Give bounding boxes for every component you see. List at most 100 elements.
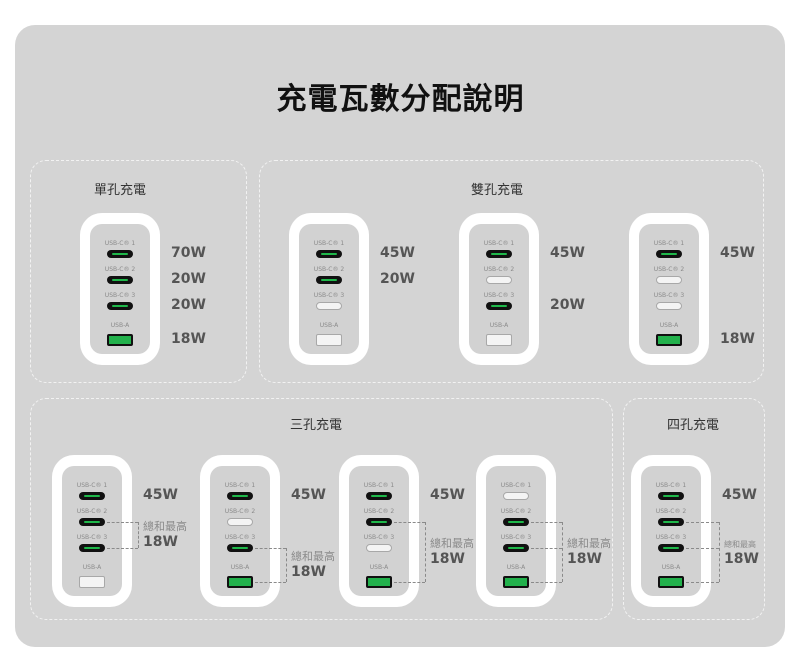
charger-face bbox=[62, 466, 122, 596]
port-label: USB-C® 2 bbox=[313, 266, 345, 273]
usb-a-port-active bbox=[656, 334, 682, 346]
charger-face bbox=[641, 466, 701, 596]
group-triple-port bbox=[30, 398, 613, 620]
bracket-line bbox=[531, 582, 562, 583]
wattage-label: 45W bbox=[722, 487, 757, 503]
port-label: USB-C® 2 bbox=[224, 508, 256, 515]
port-label: USB-A bbox=[661, 564, 681, 571]
port-label: USB-C® 2 bbox=[104, 266, 136, 273]
combined-value: 18W bbox=[143, 534, 178, 550]
port-label: USB-C® 3 bbox=[76, 534, 108, 541]
combined-label: 總和最高 bbox=[724, 540, 756, 549]
group-single-port bbox=[30, 160, 247, 383]
bracket-line bbox=[286, 548, 287, 582]
usb-c-port-active bbox=[366, 492, 392, 500]
wattage-label: 45W bbox=[380, 245, 415, 261]
usb-c-port-inactive bbox=[503, 492, 529, 500]
wattage-label: 20W bbox=[380, 271, 415, 287]
usb-a-port-inactive bbox=[486, 334, 512, 346]
port-label: USB-C® 3 bbox=[104, 292, 136, 299]
combined-value: 18W bbox=[724, 551, 759, 567]
port-label: USB-A bbox=[369, 564, 389, 571]
wattage-label: 20W bbox=[171, 271, 206, 287]
port-label: USB-C® 1 bbox=[653, 240, 685, 247]
combined-label: 總和最高 bbox=[430, 537, 474, 550]
usb-a-port-inactive bbox=[316, 334, 342, 346]
bracket-line bbox=[107, 522, 138, 523]
charger-face bbox=[469, 224, 529, 354]
usb-c-port-active bbox=[227, 544, 253, 552]
usb-c-port-active bbox=[79, 518, 105, 526]
usb-c-port-active bbox=[656, 250, 682, 258]
port-label: USB-C® 1 bbox=[313, 240, 345, 247]
usb-a-port-inactive bbox=[79, 576, 105, 588]
wattage-label: 20W bbox=[550, 297, 585, 313]
usb-a-port-active bbox=[658, 576, 684, 588]
charger-face bbox=[349, 466, 409, 596]
bracket-line bbox=[686, 582, 719, 583]
usb-c-port-active bbox=[79, 492, 105, 500]
port-label: USB-C® 2 bbox=[655, 508, 687, 515]
usb-c-port-active bbox=[658, 492, 684, 500]
usb-c-port-active bbox=[658, 518, 684, 526]
bracket-line bbox=[394, 582, 425, 583]
wattage-label: 45W bbox=[430, 487, 465, 503]
port-label: USB-C® 3 bbox=[224, 534, 256, 541]
page-title: 充電瓦數分配說明 bbox=[276, 82, 525, 117]
bracket-line bbox=[255, 582, 286, 583]
wattage-label: 70W bbox=[171, 245, 206, 261]
wattage-label: 45W bbox=[550, 245, 585, 261]
bracket-line bbox=[425, 522, 426, 582]
usb-a-port-active bbox=[227, 576, 253, 588]
usb-c-port-active bbox=[503, 544, 529, 552]
bracket-line bbox=[394, 522, 425, 523]
group-quad-port bbox=[623, 398, 765, 620]
charger-face bbox=[639, 224, 699, 354]
usb-a-port-active bbox=[366, 576, 392, 588]
charger-face bbox=[486, 466, 546, 596]
port-label: USB-A bbox=[319, 322, 339, 329]
usb-a-port-active bbox=[503, 576, 529, 588]
bracket-line bbox=[255, 548, 286, 549]
usb-c-port-active bbox=[486, 250, 512, 258]
bracket-line bbox=[138, 522, 139, 548]
charger-face bbox=[299, 224, 359, 354]
charger-face bbox=[210, 466, 270, 596]
wattage-label: 18W bbox=[171, 331, 206, 347]
usb-c-port-active bbox=[366, 518, 392, 526]
wattage-label: 45W bbox=[720, 245, 755, 261]
wattage-label: 45W bbox=[291, 487, 326, 503]
usb-c-port-active bbox=[486, 302, 512, 310]
port-label: USB-A bbox=[230, 564, 250, 571]
port-label: USB-C® 3 bbox=[483, 292, 515, 299]
combined-label: 總和最高 bbox=[567, 537, 611, 550]
combined-value: 18W bbox=[430, 551, 465, 567]
usb-c-port-active bbox=[107, 250, 133, 258]
wattage-label: 18W bbox=[720, 331, 755, 347]
port-label: USB-A bbox=[489, 322, 509, 329]
usb-c-port-inactive bbox=[366, 544, 392, 552]
port-label: USB-C® 1 bbox=[655, 482, 687, 489]
usb-c-port-active bbox=[658, 544, 684, 552]
usb-c-port-active bbox=[227, 492, 253, 500]
usb-c-port-inactive bbox=[316, 302, 342, 310]
usb-a-port-active bbox=[107, 334, 133, 346]
bracket-line bbox=[686, 522, 719, 523]
combined-wattage: 總和最高 18W bbox=[724, 539, 759, 567]
usb-c-port-inactive bbox=[656, 276, 682, 284]
port-label: USB-C® 1 bbox=[104, 240, 136, 247]
bracket-line bbox=[107, 548, 138, 549]
usb-c-port-active bbox=[107, 302, 133, 310]
combined-label: 總和最高 bbox=[143, 520, 187, 533]
port-label: USB-C® 1 bbox=[363, 482, 395, 489]
port-label: USB-A bbox=[659, 322, 679, 329]
port-label: USB-C® 2 bbox=[363, 508, 395, 515]
